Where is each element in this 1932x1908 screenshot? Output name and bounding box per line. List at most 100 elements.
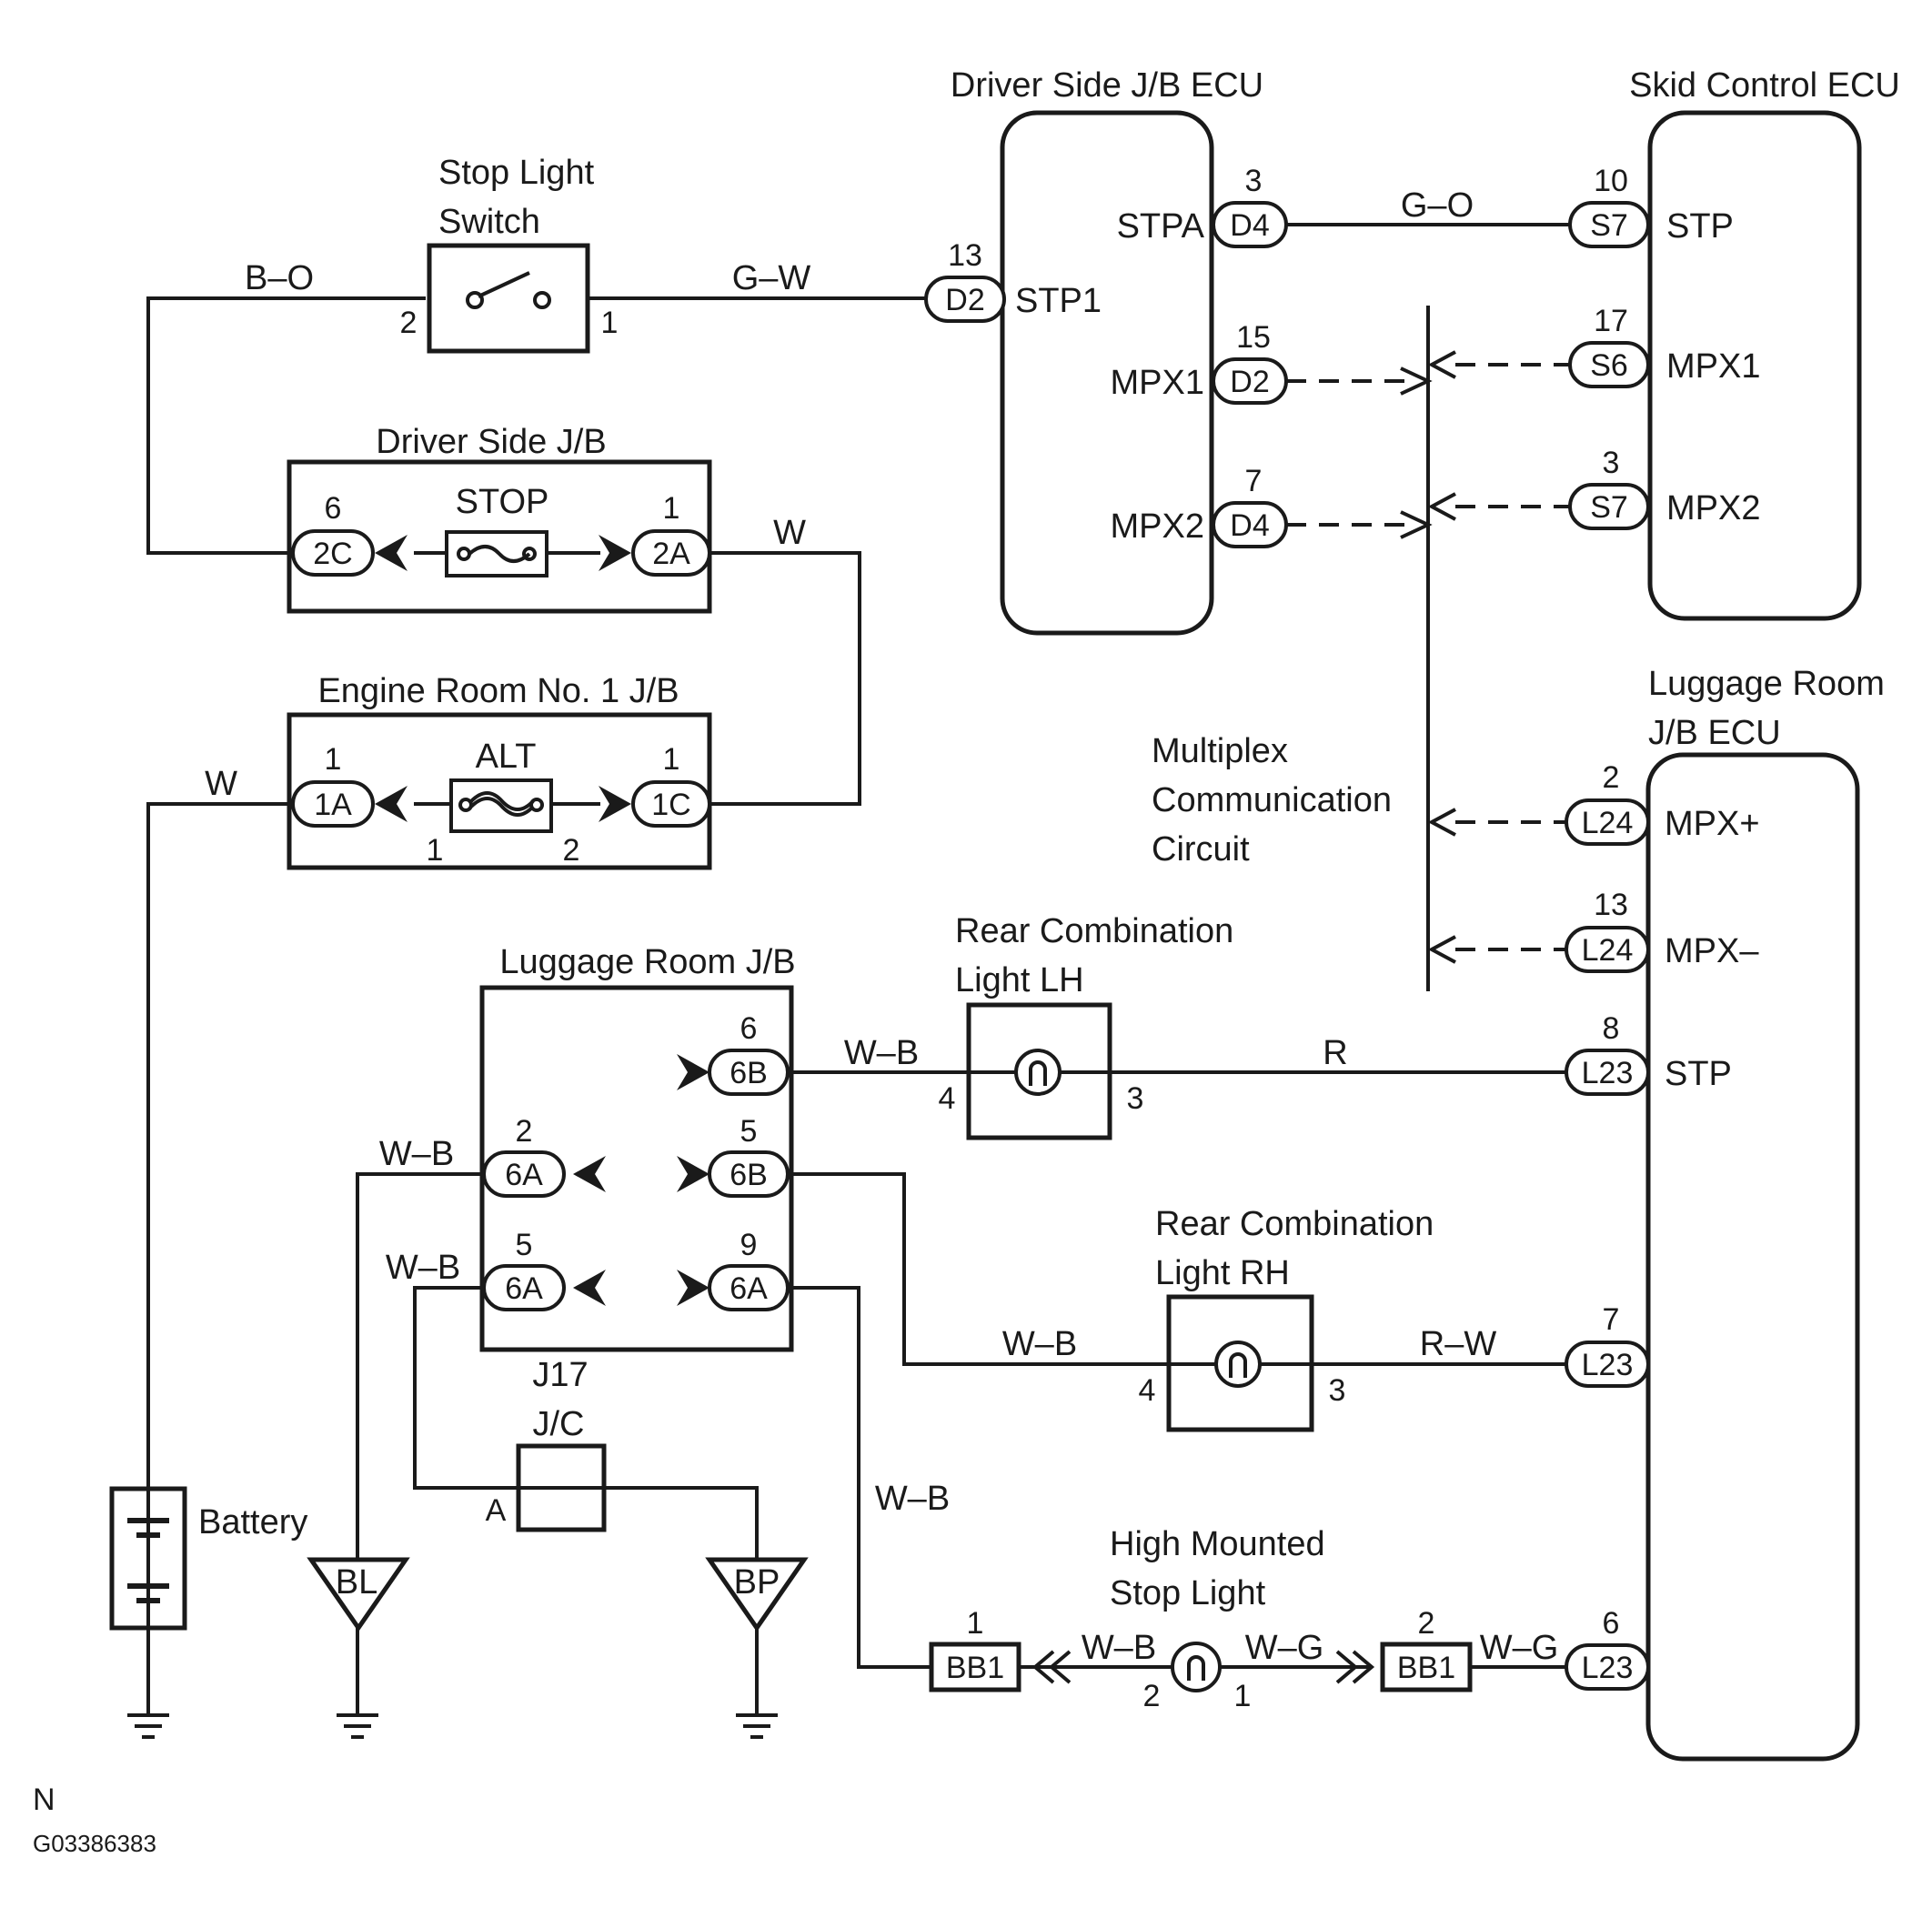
terminal-label: MPX2 bbox=[1111, 507, 1204, 546]
pin-number: 7 bbox=[1245, 464, 1263, 498]
rear-lh-title: Rear Combination bbox=[955, 912, 1233, 950]
skid-control-ecu-title: Skid Control ECU bbox=[1629, 66, 1900, 105]
rear-rh-title: Rear Combination bbox=[1155, 1205, 1434, 1243]
pin-number: 17 bbox=[1594, 304, 1628, 338]
stop-light-switch bbox=[427, 243, 590, 354]
ground-bp-triangle bbox=[705, 1557, 809, 1632]
connector-id: D2 bbox=[1230, 365, 1269, 399]
connector-id: L23 bbox=[1582, 1348, 1634, 1382]
battery-label: Battery bbox=[198, 1503, 307, 1541]
component-titles: Driver Side J/B ECU Skid Control ECU Sto… bbox=[198, 66, 1900, 1612]
wire-label: G–W bbox=[732, 259, 811, 297]
pin-number: 10 bbox=[1594, 164, 1628, 198]
terminal-label: STP1 bbox=[1015, 282, 1102, 320]
connector-id: L24 bbox=[1582, 806, 1634, 840]
connector-id: 1A bbox=[314, 788, 352, 822]
pin-number: 6 bbox=[740, 1011, 758, 1046]
pin-number: A bbox=[486, 1493, 507, 1528]
terminal-label: MPX2 bbox=[1666, 489, 1760, 527]
connector-id: D4 bbox=[1230, 208, 1269, 243]
figure-id: G03386383 bbox=[33, 1830, 156, 1857]
pin-number: 15 bbox=[1236, 320, 1271, 355]
connector-id: L23 bbox=[1582, 1651, 1634, 1685]
pin-number: 1 bbox=[663, 742, 680, 777]
battery-icon bbox=[109, 1486, 187, 1631]
connector-id: 6A bbox=[505, 1158, 543, 1192]
connector-id: D4 bbox=[1230, 508, 1269, 543]
pin-number: 1 bbox=[663, 491, 680, 526]
pin-number: 3 bbox=[1329, 1373, 1346, 1408]
pin-number: 3 bbox=[1127, 1081, 1144, 1116]
pin-number: 2 bbox=[400, 306, 418, 340]
connector-id: S6 bbox=[1590, 348, 1628, 383]
pin-number: 4 bbox=[939, 1081, 956, 1116]
footer-code: N bbox=[33, 1782, 55, 1817]
multiplex-label: Communication bbox=[1152, 781, 1392, 819]
stop-light-switch-title: Stop Light bbox=[438, 154, 595, 192]
pin-number: 3 bbox=[1603, 446, 1620, 480]
pin-number: 5 bbox=[516, 1228, 533, 1262]
connector-id: S7 bbox=[1590, 490, 1628, 525]
pin-number: 13 bbox=[1594, 888, 1628, 922]
terminal-label: STPA bbox=[1117, 207, 1205, 246]
wire-labels: B–O G–W G–O W W W–B R W–B W–B W–B R–W W–… bbox=[205, 186, 1558, 1667]
connector-pills bbox=[291, 201, 1650, 1692]
connector-id: L23 bbox=[1582, 1056, 1634, 1090]
skid-control-ecu-box bbox=[1647, 110, 1862, 621]
pin-number: 1 bbox=[325, 742, 342, 777]
terminal-label: MPX– bbox=[1665, 932, 1759, 970]
wire-label: W–B bbox=[844, 1034, 919, 1072]
engine-room-jb-title: Engine Room No. 1 J/B bbox=[317, 672, 679, 710]
wire-label: W–B bbox=[875, 1480, 950, 1518]
multiplex-lines bbox=[1286, 350, 1570, 964]
pin-number: 13 bbox=[948, 238, 982, 273]
connector-id: BB1 bbox=[1397, 1651, 1455, 1685]
rear-lh-title: Light LH bbox=[955, 961, 1084, 999]
wire-label: W–B bbox=[1082, 1629, 1156, 1667]
rear-rh-title: Light RH bbox=[1155, 1254, 1290, 1292]
pin-number: 6 bbox=[325, 491, 342, 526]
connector-id: 6A bbox=[505, 1271, 543, 1306]
high-mounted-stop-light bbox=[1031, 1642, 1375, 1692]
wires bbox=[146, 223, 1570, 1713]
hmsl-title: Stop Light bbox=[1110, 1574, 1266, 1612]
terminal-label: STP bbox=[1666, 207, 1734, 246]
pin-number: 2 bbox=[1143, 1679, 1161, 1713]
pin-number: 3 bbox=[1245, 164, 1263, 198]
wire-label: W–B bbox=[386, 1249, 460, 1287]
terminal-label: MPX+ bbox=[1665, 805, 1760, 843]
luggage-jb-ecu-title: Luggage Room bbox=[1648, 665, 1885, 703]
connector-id: 6B bbox=[730, 1056, 768, 1090]
pin-number: 7 bbox=[1603, 1302, 1620, 1337]
fuse-stop-label: STOP bbox=[456, 483, 549, 521]
luggage-jb-ecu-box bbox=[1645, 752, 1860, 1762]
jc-id-label: J17 bbox=[532, 1356, 588, 1394]
wire-label: W bbox=[773, 514, 806, 552]
ground-bl-label: BL bbox=[336, 1563, 377, 1602]
multiplex-label: Multiplex bbox=[1152, 732, 1288, 770]
stop-light-switch-title: Switch bbox=[438, 203, 540, 241]
wire-label: G–O bbox=[1401, 186, 1474, 225]
multiplex-label: Circuit bbox=[1152, 830, 1250, 869]
connector-id: D2 bbox=[945, 283, 984, 317]
jc-label: J/C bbox=[533, 1405, 585, 1443]
pin-number: 2 bbox=[516, 1114, 533, 1149]
wire-label: W–G bbox=[1245, 1629, 1324, 1667]
connector-id: S7 bbox=[1590, 208, 1628, 243]
pin-number: 6 bbox=[1603, 1606, 1620, 1641]
pin-number: 8 bbox=[1603, 1011, 1620, 1046]
wire-label: R–W bbox=[1420, 1325, 1497, 1363]
hmsl-title: High Mounted bbox=[1110, 1525, 1325, 1563]
driver-side-jb-title: Driver Side J/B bbox=[376, 423, 606, 461]
connector-id: 6A bbox=[730, 1271, 768, 1306]
driver-jb-ecu-title: Driver Side J/B ECU bbox=[951, 66, 1263, 105]
fuse-alt-label: ALT bbox=[476, 738, 537, 776]
wire-label: B–O bbox=[245, 259, 314, 297]
connector-id: 2A bbox=[652, 537, 690, 571]
wire-label: W–B bbox=[379, 1135, 454, 1173]
driver-jb-ecu-box bbox=[1000, 110, 1214, 636]
connector-ids: D2 D4 D2 D4 S7 S6 S7 2C 2A 1A 1C L24 L24… bbox=[313, 208, 1633, 1685]
pin-number: 2 bbox=[1603, 760, 1620, 795]
connector-pins: 13 3 15 7 10 17 3 6 1 1 1 2 13 8 7 6 6 5… bbox=[325, 164, 1628, 1641]
